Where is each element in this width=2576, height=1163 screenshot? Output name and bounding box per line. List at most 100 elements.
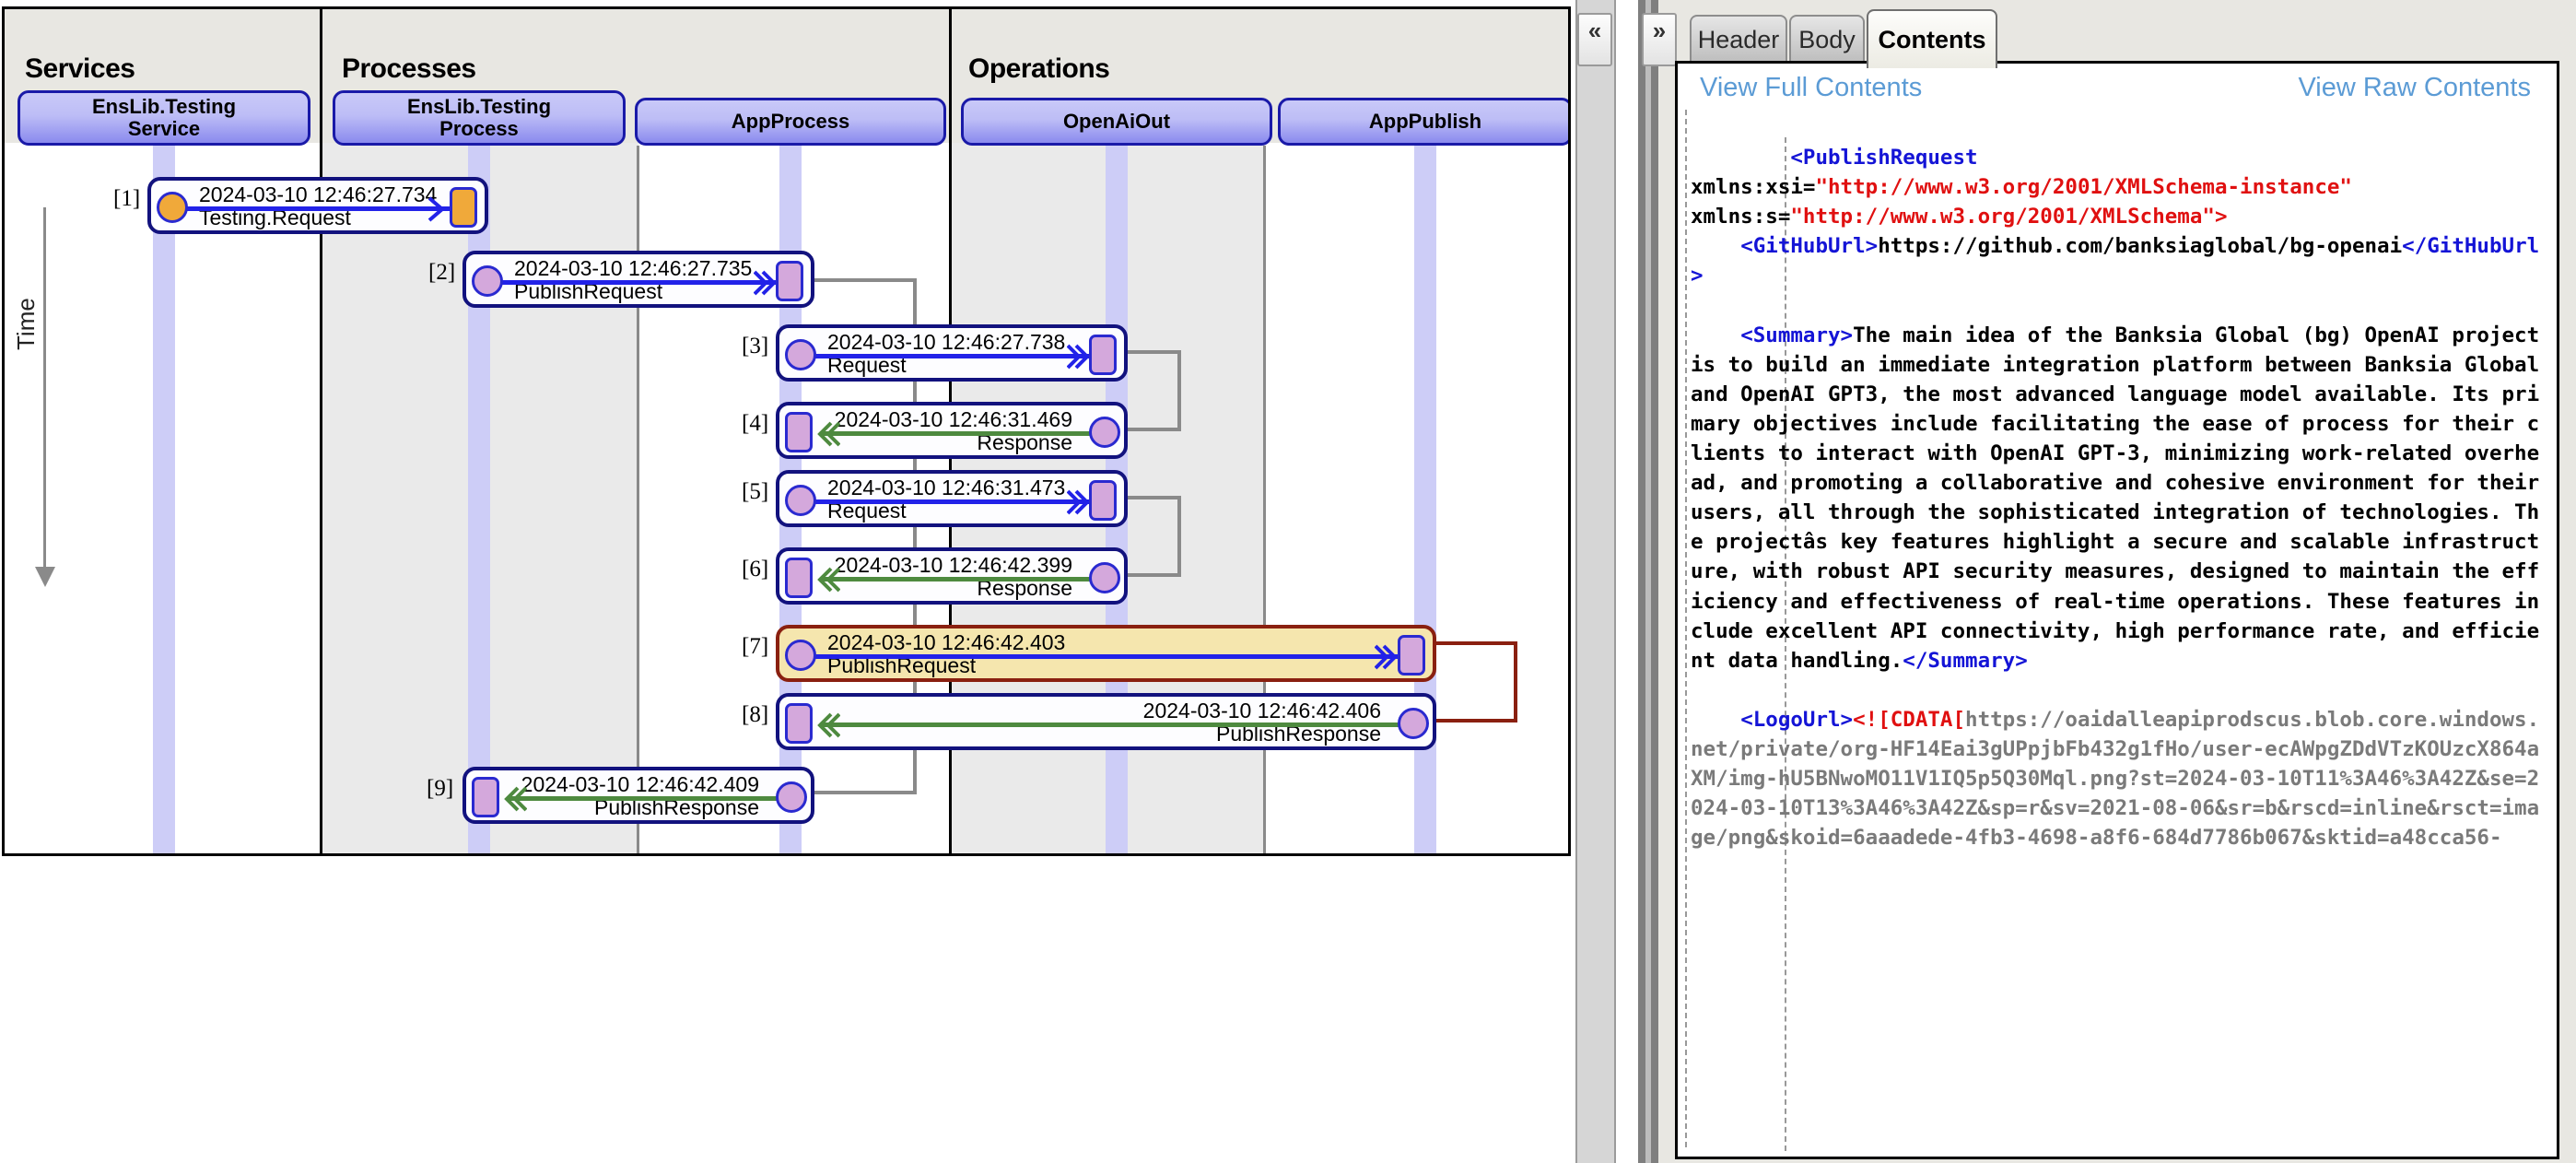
- message-timestamp: 2024-03-10 12:46:27.734: [199, 182, 438, 206]
- arrow-head-left-icon: [816, 420, 840, 448]
- connector-8-bottom: [1436, 719, 1517, 722]
- message-index: [5]: [742, 479, 769, 504]
- message-row-2[interactable]: 2024-03-10 12:46:27.735 PublishRequest: [463, 251, 814, 308]
- message-index: [4]: [742, 411, 769, 436]
- xml-ns-s-attr: xmlns:s=: [1691, 205, 1791, 229]
- target-node-icon: [776, 261, 803, 301]
- xml-githuburl-value: https://github.com/banksiaglobal/bg-open…: [1878, 234, 2403, 259]
- message-row-5[interactable]: 2024-03-10 12:46:31.473 Request: [776, 470, 1128, 527]
- xml-logourl-open: <LogoUrl>: [1740, 707, 1854, 732]
- message-index: [2]: [428, 260, 456, 285]
- view-full-contents-link[interactable]: View Full Contents: [1700, 73, 1923, 102]
- message-timestamp: 2024-03-10 12:46:42.399: [834, 553, 1072, 577]
- tab-header[interactable]: Header: [1690, 15, 1787, 63]
- source-node-icon: [776, 781, 807, 813]
- contents-links: View Full Contents View Raw Contents: [1689, 73, 2540, 113]
- band-tick-1: [637, 146, 639, 853]
- message-timestamp: 2024-03-10 12:46:31.473: [827, 476, 1066, 499]
- lane-header-openaiout[interactable]: OpenAiOut: [961, 98, 1272, 146]
- message-index: [3]: [742, 334, 769, 358]
- lane-label-line1: EnsLib.Testing: [91, 94, 237, 118]
- pane-divider[interactable]: [1645, 0, 1651, 1163]
- target-node-icon: [450, 187, 477, 228]
- message-timestamp: 2024-03-10 12:46:27.738: [827, 330, 1066, 354]
- request-arrow-line: [803, 499, 1091, 504]
- xml-ns-s-value: "http://www.w3.org/2001/XMLSchema">: [1790, 205, 2228, 229]
- message-row-7[interactable]: 2024-03-10 12:46:42.403 PublishRequest: [776, 625, 1436, 682]
- message-timestamp: 2024-03-10 12:46:31.469: [834, 407, 1072, 431]
- xml-root-open: <PublishRequest: [1790, 146, 1978, 170]
- lane-label-line2: Service: [127, 117, 201, 140]
- xml-contents-viewer[interactable]: <PublishRequest xmlns:xsi="http://www.w3…: [1691, 113, 2546, 1145]
- collapse-right-button[interactable]: »: [1642, 13, 1677, 66]
- time-axis-label: Time: [12, 298, 40, 350]
- message-row-1[interactable]: 2024-03-10 12:46:27.734 Testing.Request: [147, 177, 488, 234]
- arrow-head-right-icon: [754, 269, 778, 297]
- connector-6-bottom: [1128, 573, 1181, 577]
- lane-label: OpenAiOut: [1062, 109, 1171, 133]
- connector-7-side: [1514, 641, 1517, 722]
- connector-9-bottom: [814, 791, 917, 794]
- source-node-icon: [785, 640, 816, 671]
- collapse-left-button[interactable]: «: [1577, 13, 1612, 66]
- message-timestamp: 2024-03-10 12:46:42.403: [827, 630, 1066, 654]
- connector-5-top: [1128, 496, 1181, 499]
- category-separator-1: [320, 9, 322, 853]
- lane-label: AppPublish: [1368, 109, 1482, 133]
- request-arrow-line: [803, 354, 1091, 358]
- xml-indent-guide-2: [1785, 137, 1786, 1151]
- target-node-icon: [785, 558, 813, 598]
- message-row-6[interactable]: 2024-03-10 12:46:42.399 Response: [776, 547, 1128, 605]
- category-title-operations: Operations: [968, 53, 1110, 84]
- message-row-4[interactable]: 2024-03-10 12:46:31.469 Response: [776, 402, 1128, 459]
- response-arrow-line: [820, 722, 1399, 727]
- arrow-head-left-icon: [816, 711, 840, 739]
- message-index: [7]: [742, 634, 769, 659]
- message-row-9[interactable]: 2024-03-10 12:46:42.409 PublishResponse: [463, 767, 814, 824]
- xml-ns-xsi-value: "http://www.w3.org/2001/XMLSchema-instan…: [1815, 175, 2352, 200]
- arrow-head-right-icon: [1067, 343, 1091, 370]
- tab-contents[interactable]: Contents: [1867, 9, 1997, 68]
- trace-diagram: Services Processes Operations EnsLib.Tes…: [2, 6, 1571, 856]
- time-axis-arrowhead: [35, 567, 55, 587]
- xml-summary-close: </Summary>: [1903, 648, 2028, 673]
- xml-summary-open: <Summary>: [1740, 323, 1854, 347]
- arrow-head-left-icon: [816, 566, 840, 593]
- connector-2-side: [913, 278, 917, 794]
- arrow-head-right-icon: [1375, 643, 1399, 671]
- message-inspector-pane: » Header Body Contents View Full Content…: [1642, 0, 2576, 1163]
- lane-label-line2: Process: [439, 117, 519, 140]
- time-axis-line: [43, 207, 46, 576]
- source-node-icon: [1089, 562, 1120, 593]
- message-index: [1]: [113, 186, 141, 211]
- source-node-icon: [472, 265, 503, 297]
- message-row-8[interactable]: 2024-03-10 12:46:42.406 PublishResponse: [776, 693, 1436, 750]
- target-node-icon: [1089, 480, 1117, 521]
- xml-ns-xsi-attr: xmlns:xsi=: [1691, 175, 1816, 200]
- xml-cdata-open: <![CDATA[: [1853, 707, 1966, 732]
- category-title-processes: Processes: [342, 53, 476, 84]
- tab-body[interactable]: Body: [1789, 15, 1865, 63]
- arrow-head-right-icon: [427, 195, 451, 223]
- lane-header-apppublish[interactable]: AppPublish: [1278, 98, 1568, 146]
- contents-panel: View Full Contents View Raw Contents <Pu…: [1675, 61, 2559, 1159]
- lifeline-enslib-testing-service: [153, 146, 175, 853]
- connector-3-top: [1128, 350, 1181, 354]
- band-tick-2: [1263, 146, 1266, 853]
- xml-githuburl-close: </GitHubUrl>: [1691, 234, 2540, 288]
- connector-3-side: [1177, 350, 1181, 431]
- xml-githuburl-open: <GitHubUrl>: [1740, 234, 1879, 259]
- source-node-icon: [1398, 708, 1429, 739]
- message-index: [9]: [427, 776, 454, 801]
- lane-header-appprocess[interactable]: AppProcess: [635, 98, 946, 146]
- lane-label-line1: EnsLib.Testing: [406, 94, 552, 118]
- request-arrow-line: [803, 654, 1399, 659]
- view-raw-contents-link[interactable]: View Raw Contents: [2298, 73, 2531, 102]
- source-node-icon: [157, 192, 188, 223]
- xml-indent-guide-1: [1685, 110, 1687, 1147]
- connector-2-top: [814, 278, 917, 282]
- message-row-3[interactable]: 2024-03-10 12:46:27.738 Request: [776, 324, 1128, 382]
